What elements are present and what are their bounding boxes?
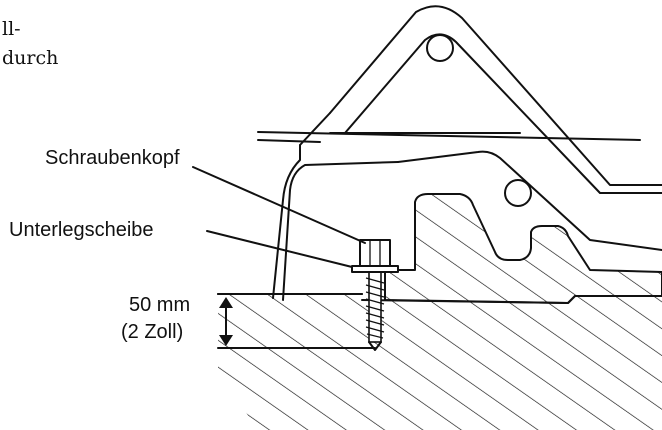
label-screw-head: Schraubenkopf xyxy=(45,147,180,169)
label-washer: Unterlegscheibe xyxy=(9,219,154,241)
base-foot-section xyxy=(384,193,662,304)
label-depth-mm: 50 mm xyxy=(129,294,190,316)
intro-text-line-1: ll- xyxy=(2,18,21,40)
machine-housing-outline xyxy=(257,5,662,301)
lag-screw xyxy=(351,239,399,351)
upper-mounting-hole xyxy=(426,34,454,62)
label-depth-inch: (2 Zoll) xyxy=(121,321,183,343)
intro-text-line-2: durch xyxy=(2,47,58,69)
floor-section xyxy=(217,293,662,430)
screw-head-shape xyxy=(359,239,391,267)
leader-washer xyxy=(206,230,353,268)
leader-screw-head xyxy=(192,166,366,244)
lower-mounting-hole xyxy=(504,179,532,207)
depth-dimension xyxy=(217,293,376,349)
